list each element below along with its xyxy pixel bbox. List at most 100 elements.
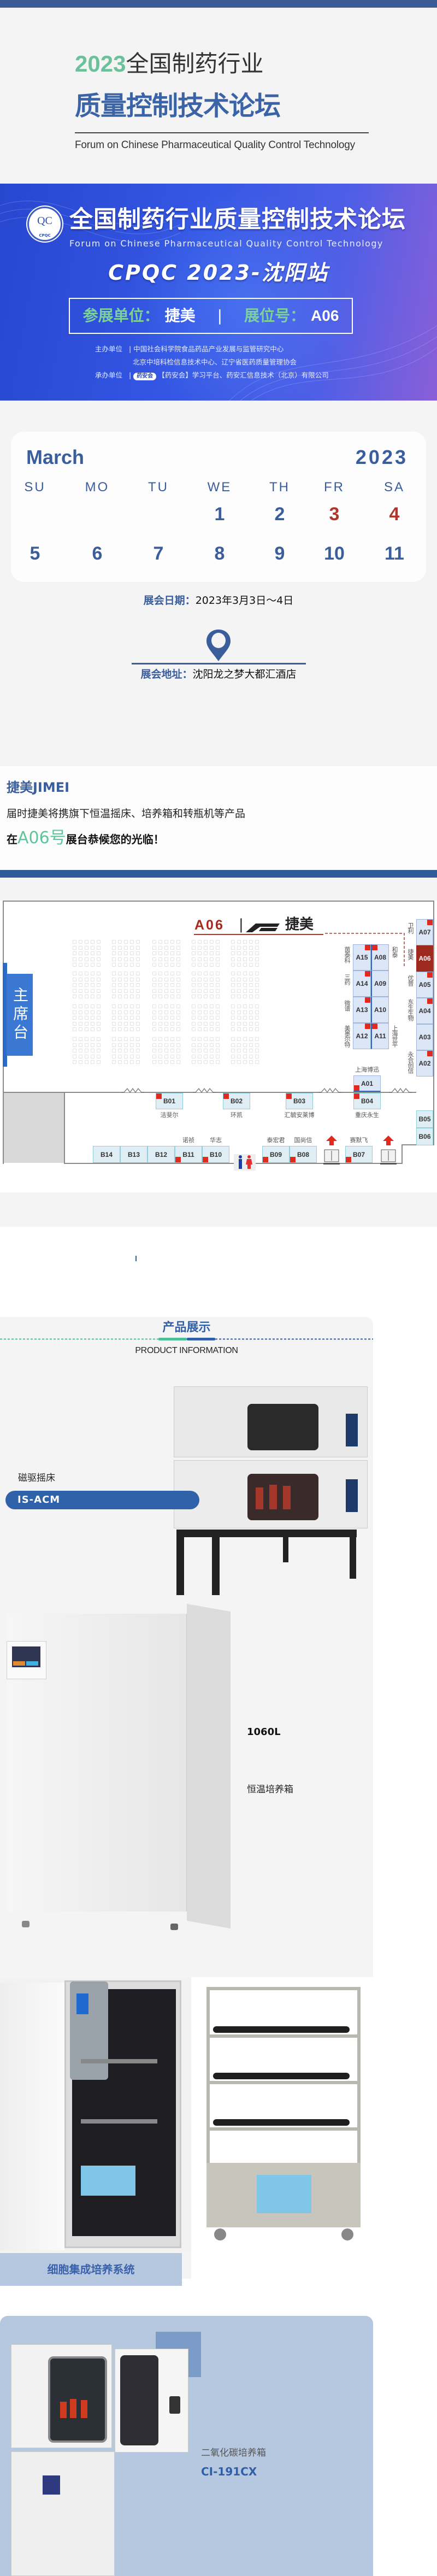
products-title: 产品展示 <box>162 1321 211 1334</box>
seat <box>85 983 88 987</box>
host-label: 承办单位 <box>95 371 123 379</box>
seat <box>237 989 241 993</box>
booth-id: B03 <box>293 1097 305 1105</box>
seat <box>210 1004 214 1008</box>
seat <box>249 989 253 993</box>
event-address-value: 沈阳龙之梦大都汇酒店 <box>192 668 297 680</box>
seat <box>255 963 259 967</box>
booth[interactable]: B06 <box>416 1128 433 1145</box>
booth[interactable]: B03 <box>286 1093 313 1109</box>
calendar-day: 9 <box>274 543 285 564</box>
seat <box>210 989 214 993</box>
booth[interactable]: B13 <box>120 1146 147 1163</box>
booth-id: B11 <box>182 1150 194 1158</box>
booth[interactable]: B02 <box>223 1093 250 1109</box>
seat <box>124 1054 128 1058</box>
seat <box>118 1043 122 1047</box>
seat <box>176 1049 180 1052</box>
seat <box>237 1054 241 1058</box>
booth-highlighted[interactable]: A06 <box>416 945 433 972</box>
seat <box>130 1037 134 1041</box>
banner-wave-lines <box>0 201 437 401</box>
booth[interactable]: B05 <box>416 1110 433 1128</box>
booth-company: 华志 <box>210 1137 222 1144</box>
seat <box>91 1027 95 1031</box>
booth[interactable]: B09 <box>262 1146 290 1163</box>
booth[interactable]: A04 <box>416 998 433 1024</box>
seat <box>216 972 220 975</box>
booth[interactable]: B12 <box>147 1146 175 1163</box>
seat <box>210 983 214 987</box>
seat <box>231 1016 235 1020</box>
seat <box>164 1043 168 1047</box>
booth-company: 三药 <box>344 974 351 985</box>
seat <box>231 945 235 950</box>
seat <box>237 945 241 950</box>
booth[interactable]: B11 <box>175 1146 202 1163</box>
seat <box>192 1043 196 1047</box>
seat <box>97 940 101 944</box>
seat <box>243 1049 247 1052</box>
booth[interactable]: A01 <box>353 1075 381 1092</box>
seat <box>164 1060 168 1064</box>
booth[interactable]: A15 <box>353 944 371 971</box>
seat <box>118 1027 122 1031</box>
seat <box>231 1043 235 1047</box>
seat <box>124 1037 128 1041</box>
seat <box>176 1010 180 1014</box>
seat <box>249 995 253 998</box>
seat <box>112 1054 116 1058</box>
seat <box>164 1054 168 1058</box>
seat <box>118 957 122 961</box>
seat <box>249 957 253 961</box>
booth[interactable]: A10 <box>371 997 389 1023</box>
seat <box>192 945 196 950</box>
seat <box>112 977 116 981</box>
seat <box>164 977 168 981</box>
booth[interactable]: B07 <box>345 1146 373 1163</box>
seat <box>249 1054 253 1058</box>
booth[interactable]: A09 <box>371 971 389 997</box>
booth[interactable]: A07 <box>416 919 433 945</box>
booth[interactable]: A14 <box>353 971 371 997</box>
seat <box>79 1027 82 1031</box>
booth[interactable]: A02 <box>416 1050 433 1077</box>
seat <box>198 951 202 955</box>
seat <box>216 977 220 981</box>
seat <box>204 945 208 950</box>
hero-year: 2023 <box>75 51 126 77</box>
seat <box>176 963 180 967</box>
calendar-day: 6 <box>92 543 103 564</box>
seat <box>79 1004 82 1008</box>
booth[interactable]: B14 <box>93 1146 120 1163</box>
calendar-day: 7 <box>153 543 164 564</box>
seat <box>91 963 95 967</box>
booth[interactable]: A03 <box>416 1024 433 1050</box>
seat <box>124 995 128 998</box>
booth-company: 环凯 <box>231 1111 243 1119</box>
booth[interactable]: B08 <box>290 1146 317 1163</box>
booth[interactable]: A12 <box>353 1023 371 1049</box>
seat <box>192 995 196 998</box>
booth[interactable]: A13 <box>353 997 371 1023</box>
booth[interactable]: A11 <box>371 1023 389 1049</box>
floorplan-spacer <box>0 878 437 901</box>
cta-prefix: 在 <box>7 833 17 846</box>
booth[interactable]: B10 <box>202 1146 229 1163</box>
seat <box>176 989 180 993</box>
booth[interactable]: B01 <box>156 1093 183 1109</box>
seat <box>237 1060 241 1064</box>
booth[interactable]: A08 <box>371 944 389 971</box>
seat <box>85 1010 88 1014</box>
elevator-icon <box>323 1136 340 1165</box>
booth-company: 泰宏君 <box>267 1137 285 1144</box>
booth-company: 卫利 <box>407 922 414 933</box>
seat <box>243 1060 247 1064</box>
booth[interactable]: B04 <box>353 1093 381 1109</box>
seat <box>204 1021 208 1026</box>
seat <box>216 1027 220 1031</box>
seat <box>170 1060 174 1064</box>
booth[interactable]: A05 <box>416 972 433 998</box>
wall <box>433 901 434 1144</box>
